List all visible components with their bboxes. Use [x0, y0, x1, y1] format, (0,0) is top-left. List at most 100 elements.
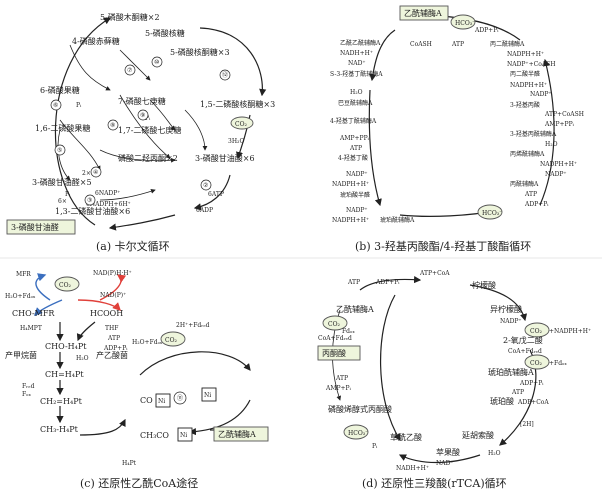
rtca-h2o: H₂O: [488, 450, 501, 457]
svg-text:ATP: ATP: [524, 191, 537, 198]
wl-fox: Fₒₓ: [22, 391, 31, 398]
caption-c: (c) 还原性乙酰CoA途径: [80, 476, 198, 490]
rtca-nadph1: +NADPH+H⁺: [549, 328, 591, 335]
svg-text:丙二酸半醛: 丙二酸半醛: [510, 70, 540, 78]
rtca-fdox: +Fdₒₓ: [549, 360, 567, 367]
calvin-step-markers: ⑦ ⑩ ⑫ ⑨ ⑧ ⑤ ④ ② ③ ⑥: [50, 56, 231, 206]
svg-text:3-羟基丙酰辅酶A: 3-羟基丙酰辅酶A: [510, 130, 557, 138]
wl-co2a: CO₂: [59, 282, 72, 289]
rtca-pi: Pᵢ: [372, 443, 378, 450]
rtca-malate: 苹果酸: [436, 447, 460, 457]
caption-b: (b) 3-羟基丙酸酯/4-羟基丁酸酯循环: [355, 239, 531, 253]
wl-co2b-oval: [160, 331, 186, 347]
wl-methanogen-label: 产甲烷菌: [5, 350, 37, 360]
calvin-output-label: 3-磷酸甘油醛: [11, 222, 59, 232]
rtca-atp3: ATP: [335, 375, 348, 382]
wl-ni-1: Ni: [158, 398, 165, 405]
calvin-output-box: [6, 219, 76, 235]
calvin-nadp: 6NADP⁺: [95, 190, 120, 197]
svg-text:NADP⁺: NADP⁺: [530, 91, 552, 98]
wl-nadp: NAD(P)⁺: [100, 292, 126, 299]
caption-d: (d) 还原性三羧酸(rTCA)循环: [362, 476, 507, 490]
calvin-nadph: 6NADPH+6H⁺: [86, 201, 131, 208]
wl-ch3co: CH₃CO: [140, 431, 169, 440]
wl-cho-mfr: CHO-MFR: [12, 309, 55, 318]
rtca-amp: AMP+Pᵢ: [325, 385, 352, 392]
hp-acetylcoa: 乙酰辅酶A: [404, 8, 442, 18]
rtca-adp2: ADP+Pᵢ: [519, 380, 544, 387]
rtca-nad: NAD⁺: [436, 460, 454, 467]
rtca-citrate: 柠檬酸: [472, 280, 496, 290]
wl-h4mpt: H₄MPT: [20, 325, 42, 332]
svg-text:⑩: ⑩: [154, 59, 159, 66]
svg-text:NADPH+H⁺: NADPH+H⁺: [507, 51, 544, 58]
calvin-3pga: 3-磷酸甘油酸×6: [195, 153, 255, 163]
wl-acetylcoa-box: [213, 426, 269, 442]
hp-hco3: HCO₃⁻: [455, 20, 475, 27]
wl-co: CO: [140, 396, 153, 405]
svg-text:⑫: ⑫: [222, 71, 228, 79]
svg-text:NADP⁺+CoASH: NADP⁺+CoASH: [507, 61, 556, 68]
wl-ch-h4pt: CH=H₄Pt: [45, 370, 84, 379]
svg-text:ADP+Pᵢ: ADP+Pᵢ: [524, 201, 549, 208]
svg-text:H₂O: H₂O: [545, 141, 558, 148]
svg-text:NADPH+H⁺: NADPH+H⁺: [510, 82, 547, 89]
wl-acetogen-label: 产乙酸菌: [96, 350, 128, 360]
svg-text:AMP+PPᵢ: AMP+PPᵢ: [339, 135, 370, 142]
rtca-fd2: Fdₒₓ: [342, 328, 355, 335]
rtca-adp-pi: ADP+Pᵢ: [375, 279, 400, 286]
rtca-isocitrate: 异柠檬酸: [490, 304, 522, 314]
wl-nadph: NAD(P)H·H⁺: [93, 270, 132, 277]
rtca-atp2: ATP: [511, 389, 524, 396]
panel-3hp-4hb-cycle: 乙酰辅酶A HCO₃⁻ CoASH ATP ADP+Pᵢ 乙酰乙酰辅酶A NAD…: [330, 5, 584, 253]
svg-text:NADH+H⁺: NADH+H⁺: [340, 50, 373, 57]
svg-text:NADP⁺: NADP⁺: [545, 171, 567, 178]
wl-ch3-h4pt: CH₃-H₄Pt: [40, 425, 79, 434]
rtca-fadh: [2H]: [520, 421, 534, 428]
rtca-atp4: ATP: [347, 279, 360, 286]
wl-step-marker: [173, 391, 187, 405]
rtca-acetylcoa: 乙酰辅酶A: [336, 304, 374, 314]
rtca-succinate: 琥珀酸: [490, 396, 514, 406]
svg-text:⑧: ⑧: [110, 122, 115, 129]
calvin-bpg: 1,3-二磷酸甘油酸×6: [55, 206, 130, 216]
svg-text:丙二酰辅酶A: 丙二酰辅酶A: [490, 40, 525, 48]
svg-text:NADPH+H⁺: NADPH+H⁺: [540, 161, 577, 168]
calvin-6x: 6×: [58, 198, 67, 205]
wl-fred: Fᵣₑd: [22, 383, 35, 390]
calvin-g3p5: 3-磷酸甘油醛×5: [32, 177, 92, 187]
wl-h2o: H₂O: [76, 355, 89, 362]
calvin-xylulose5p: 5-磷酸木酮糖×2: [100, 12, 160, 22]
calvin-ribulose5p: 5-磷酸核酮糖×3: [170, 47, 230, 57]
wl-fd-red: 2H⁺+Fdᵣₑd: [176, 322, 210, 329]
svg-text:③: ③: [87, 197, 92, 204]
wl-ni-box-2: [201, 387, 217, 402]
svg-text:乙酰乙酰辅酶A: 乙酰乙酰辅酶A: [340, 39, 381, 47]
svg-text:ATP: ATP: [349, 145, 362, 152]
rtca-co2b-oval: [524, 354, 550, 370]
rtca-oxoglutarate: 2-氧戊二酸: [503, 335, 543, 345]
rtca-hco3: HCO₃⁻: [348, 430, 368, 437]
svg-text:⑥: ⑥: [53, 102, 58, 109]
svg-text:琥珀酰辅酶A: 琥珀酰辅酶A: [380, 216, 415, 224]
svg-text:⑤: ⑤: [57, 147, 62, 154]
panel-rtca-cycle: ATP+CoA ADP+Pᵢ 柠檬酸 异柠檬酸 NADP⁺ CO₂ +NADPH…: [317, 270, 591, 490]
wl-step: ⑪: [177, 394, 183, 402]
calvin-adp: 6ADP: [196, 207, 213, 214]
hp-hco3b: HCO₃⁻: [482, 210, 502, 217]
wl-co2b: CO₂: [165, 337, 178, 344]
rtca-co2b: CO₂: [530, 360, 543, 367]
hp-acetylcoa-box: [399, 5, 449, 21]
rtca-fumarate: 延胡索酸: [462, 430, 494, 440]
wl-h4pt: H₄Pt: [122, 460, 137, 467]
hp-adppi: ADP+Pᵢ: [474, 27, 499, 34]
wl-adp: ADP+Pᵢ: [103, 345, 128, 352]
wl-co2a-oval: [54, 276, 80, 292]
wl-cho-h4pt: CHO-H₄Pt: [45, 342, 87, 351]
svg-text:AMP+PPᵢ: AMP+PPᵢ: [544, 121, 575, 128]
svg-text:②: ②: [203, 182, 208, 189]
hp-right-column: 丙二酰辅酶A NADPH+H⁺ NADP⁺+CoASH 丙二酸半醛 NADPH+…: [490, 40, 584, 208]
rtca-co2a-oval: [524, 322, 550, 338]
rtca-pyruvate-box: [317, 345, 361, 361]
